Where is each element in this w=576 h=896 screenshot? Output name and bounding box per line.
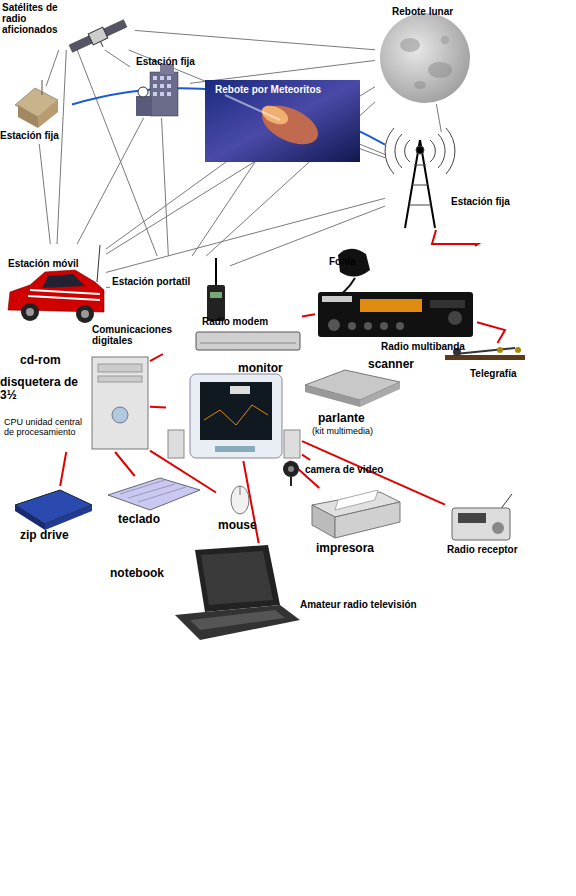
multiband-radio-icon <box>318 249 473 337</box>
radio-link-line <box>192 162 255 256</box>
device-node: Rebote lunar <box>375 4 480 104</box>
device-label: disquetera de 3½ <box>0 376 88 402</box>
device-label: Estación móvil <box>8 258 98 269</box>
device-node: notebookAmateur radio televisión <box>108 543 428 643</box>
device-label: Estación fija <box>451 196 521 207</box>
scanner-icon <box>305 370 400 407</box>
device-label: Radio receptor <box>447 544 537 555</box>
device-label: zip drive <box>20 529 100 542</box>
cable-connector <box>115 452 135 476</box>
device-node: Telegrafía <box>440 343 532 383</box>
monitor-icon <box>168 374 300 458</box>
handheld-radio-icon <box>207 258 225 321</box>
device-label: Telegrafía <box>470 368 532 379</box>
device-label: parlante <box>318 412 388 425</box>
radio-link-line <box>436 104 441 132</box>
radio-link-line <box>106 198 385 272</box>
cable-connector <box>302 314 315 316</box>
video-camera-icon <box>283 461 299 486</box>
moon-icon <box>380 13 470 103</box>
device-label: Radio modem <box>202 316 282 327</box>
device-node: Radio receptor <box>445 492 537 558</box>
device-label: cd-rom <box>20 354 80 367</box>
tower-icon <box>385 128 455 228</box>
radio-link-line <box>162 118 169 256</box>
laptop-icon <box>175 545 300 640</box>
device-label: scanner <box>368 358 428 371</box>
cpu-tower-icon <box>92 357 148 449</box>
device-label: monitor <box>238 362 298 375</box>
device-label: Comunicaciones digitales <box>92 324 174 346</box>
cable-connector <box>60 452 66 486</box>
device-node: Estación móvil <box>4 244 106 328</box>
device-node: Rebote por Meteoritos <box>205 80 360 162</box>
device-label: Rebote lunar <box>392 6 472 17</box>
radio-link-line <box>39 144 50 244</box>
radio-modem-icon <box>196 332 300 350</box>
keyboard-icon <box>108 478 200 510</box>
device-label: Rebote por Meteoritos <box>215 84 355 95</box>
car-icon <box>8 245 104 323</box>
cable-connector <box>150 354 163 361</box>
device-label: Estación fija <box>136 56 206 67</box>
mouse-icon <box>231 486 249 514</box>
device-label: Radio multibanda <box>381 341 481 352</box>
meteor-image <box>205 80 360 162</box>
device-label: (kit multimedia) <box>312 427 410 437</box>
radio-link-line <box>106 162 226 249</box>
radio-link-line <box>77 50 157 256</box>
device-label: Amateur radio televisión <box>300 599 440 610</box>
satellite-icon <box>68 18 130 60</box>
house-icon <box>15 80 58 128</box>
device-label: teclado <box>118 513 188 526</box>
cable-connector <box>150 406 166 409</box>
device-node: impresora <box>306 488 410 558</box>
device-label: Estación portatil <box>112 276 207 287</box>
radio-link-line <box>57 50 66 244</box>
device-node: Estación portatil <box>110 256 230 322</box>
cable-connector <box>477 322 505 343</box>
device-label: mouse <box>218 519 268 532</box>
device-label: CPU unidad central de procesamiento <box>4 418 90 438</box>
device-node: scanner <box>302 356 404 408</box>
device-label: camera de video <box>305 464 385 475</box>
radio-link-line <box>106 287 110 288</box>
radio-link-line <box>190 60 375 83</box>
device-node: monitor <box>166 361 302 461</box>
printer-icon <box>312 490 400 538</box>
device-node: cd-rom disquetera de 3½ CPU unidad central… <box>0 354 150 452</box>
radio-link-line <box>105 50 130 67</box>
device-label: impresora <box>316 542 406 555</box>
device-node: Estación fija <box>0 86 72 144</box>
device-label: Satélites de radio aficionados <box>2 2 80 35</box>
device-node: Comunicaciones digitales Radio modem <box>92 316 302 354</box>
device-label: Fonía <box>329 256 369 267</box>
device-node: Estación fija <box>130 56 190 118</box>
device-node: FoníaRadio multibanda <box>315 246 477 354</box>
zip-drive-icon <box>15 490 92 530</box>
radio-receiver-icon <box>452 494 512 540</box>
radio-link-line <box>77 118 143 244</box>
device-node: zip drive <box>10 486 100 544</box>
device-node: teclado <box>106 476 206 528</box>
device-label: notebook <box>110 567 180 580</box>
device-node: Estación fija <box>385 132 515 230</box>
device-node: parlante (kit multimedia) <box>306 412 410 442</box>
radio-link-line <box>360 149 385 158</box>
building-icon <box>136 64 178 116</box>
device-node: Satélites de radio aficionados <box>0 0 135 50</box>
radio-link-line <box>135 30 375 49</box>
device-node: camera de video <box>281 460 383 488</box>
device-label: Estación fija <box>0 130 72 141</box>
device-node: mouse <box>216 484 268 534</box>
cable-connector <box>432 230 478 246</box>
radio-link-line <box>46 50 59 86</box>
cable-connector <box>302 455 310 460</box>
